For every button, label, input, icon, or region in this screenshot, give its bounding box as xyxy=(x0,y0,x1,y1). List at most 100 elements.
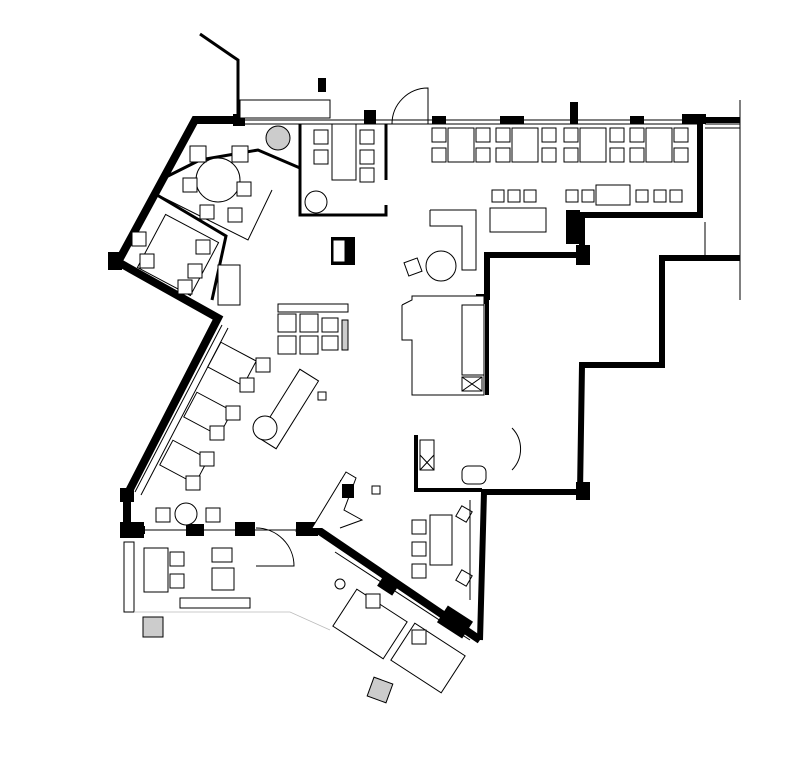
chair xyxy=(299,313,319,333)
chair xyxy=(236,181,252,197)
sofa xyxy=(390,622,466,694)
entrance-counter xyxy=(239,99,331,119)
sofa xyxy=(143,547,169,593)
chair xyxy=(629,127,645,143)
chair xyxy=(225,405,241,421)
chair xyxy=(187,263,203,279)
round-stool xyxy=(304,190,328,214)
chair xyxy=(277,313,297,333)
booth-table xyxy=(159,439,209,485)
chair xyxy=(455,569,473,587)
sofa xyxy=(332,588,408,660)
reception-block xyxy=(342,484,354,498)
service-counter xyxy=(489,207,547,233)
chair xyxy=(185,475,201,491)
chair xyxy=(403,257,423,277)
chair xyxy=(365,593,381,609)
table xyxy=(429,514,453,566)
booth-table xyxy=(207,341,257,387)
chair xyxy=(455,505,473,523)
chair xyxy=(411,563,427,579)
chair xyxy=(475,127,491,143)
chair xyxy=(491,189,505,203)
terrace-lounge-south xyxy=(332,578,466,704)
column xyxy=(186,524,204,536)
chair xyxy=(239,377,255,393)
door-swing xyxy=(255,527,295,567)
terrace-lounge-west xyxy=(123,541,331,638)
chair xyxy=(507,189,521,203)
sofa-back xyxy=(277,303,349,313)
chair xyxy=(673,147,689,163)
chair xyxy=(211,567,235,591)
column xyxy=(576,482,590,500)
column xyxy=(630,116,644,124)
lamp xyxy=(334,578,346,590)
dining-table xyxy=(331,123,357,181)
planter xyxy=(265,125,291,151)
round-table xyxy=(174,502,198,526)
back-bar xyxy=(461,304,485,376)
chair xyxy=(495,147,511,163)
column xyxy=(500,116,524,124)
private-room-1 xyxy=(151,125,301,241)
chair xyxy=(541,147,557,163)
column xyxy=(576,245,590,265)
chair xyxy=(211,547,233,563)
chair xyxy=(255,357,271,373)
chair xyxy=(359,167,375,183)
chair xyxy=(227,207,243,223)
service-cabinet xyxy=(217,264,241,306)
round-table xyxy=(195,157,241,203)
chair xyxy=(541,127,557,143)
chair xyxy=(411,541,427,557)
chair xyxy=(359,149,375,165)
round-table xyxy=(252,415,278,441)
column xyxy=(436,605,474,639)
column xyxy=(296,522,318,536)
west-glazing xyxy=(134,324,223,493)
bench xyxy=(179,597,251,609)
column xyxy=(108,252,122,270)
private-room-3 xyxy=(298,123,388,217)
door-swing xyxy=(511,427,522,471)
west-banquette xyxy=(155,341,271,526)
side-bench xyxy=(341,319,349,351)
chair xyxy=(359,129,375,145)
column xyxy=(318,78,326,92)
table xyxy=(579,127,607,163)
chair xyxy=(182,177,198,193)
chair xyxy=(431,127,447,143)
column xyxy=(566,210,580,244)
chair xyxy=(313,129,329,145)
chair xyxy=(131,231,147,247)
chair xyxy=(209,425,225,441)
column xyxy=(364,110,376,124)
lamp xyxy=(371,485,381,495)
chair xyxy=(177,279,193,295)
chair xyxy=(155,507,171,523)
chair xyxy=(169,551,185,567)
chair xyxy=(231,145,249,163)
chair xyxy=(629,147,645,163)
chair xyxy=(313,149,329,165)
sink xyxy=(461,465,487,485)
column xyxy=(235,522,255,536)
chair xyxy=(199,451,215,467)
chair xyxy=(277,335,297,355)
chair xyxy=(563,127,579,143)
table xyxy=(511,127,539,163)
chair xyxy=(475,147,491,163)
chair xyxy=(581,189,595,203)
east-dining xyxy=(411,500,473,600)
chair xyxy=(139,253,155,269)
chair xyxy=(205,507,221,523)
table xyxy=(645,127,673,163)
chair xyxy=(673,127,689,143)
column xyxy=(432,116,446,124)
table xyxy=(595,184,631,206)
east-inner-wall xyxy=(477,255,740,641)
column xyxy=(120,488,134,502)
column xyxy=(377,572,401,596)
